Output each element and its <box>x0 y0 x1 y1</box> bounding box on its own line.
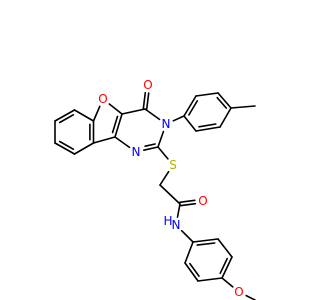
bond-t1-t2-inner <box>188 100 199 116</box>
bond-p5-p6-inner <box>189 262 200 278</box>
bond-b6-b1 <box>73 109 95 122</box>
bond-t4-me <box>230 105 256 109</box>
bond-c4-o4-second <box>142 91 147 110</box>
bond-cam-oam <box>179 202 197 207</box>
bond-p5-p6 <box>184 262 199 282</box>
bond-t3-t4-inner <box>216 96 228 109</box>
furan-oxygen-label: O <box>98 92 107 106</box>
bond-p2-p3 <box>217 238 233 258</box>
bond-p6-p1 <box>184 241 194 264</box>
bond-n3-t1 <box>172 115 185 122</box>
bond-t3-t4 <box>217 92 232 109</box>
bond-nh-p1 <box>180 229 194 243</box>
bond-o5-c4a <box>108 103 123 115</box>
bond-p3-p4-inner <box>219 257 228 275</box>
bond-b3-b4 <box>54 142 76 155</box>
amide-nitrogen-label: N <box>172 218 181 232</box>
bond-t5-t6 <box>195 126 221 132</box>
bond-t5-t6-inner <box>198 123 217 128</box>
bond-ch2-cam <box>159 184 181 205</box>
bond-p4-ome <box>221 277 234 288</box>
bond-b1-b2-inner <box>58 114 75 124</box>
bond-t1-t2 <box>183 95 197 117</box>
ring-nitrogen-n3-label: N <box>162 117 171 131</box>
bond-p3-p4 <box>221 256 233 279</box>
bond-c4a-c9a-inner <box>111 115 119 134</box>
bond-c2-s <box>157 146 169 160</box>
bond-c4a-c9a <box>114 113 123 138</box>
bond-p4-p5 <box>197 277 223 282</box>
bond-cam-nh <box>176 203 181 218</box>
bond-c2-n1-inner <box>144 143 156 147</box>
molecule-structure: O O N N S O N H O <box>54 78 256 300</box>
bond-b1-b2 <box>54 109 76 122</box>
bond-c4-n3 <box>144 108 161 121</box>
bond-c4a-c4 <box>121 108 146 115</box>
methoxy-oxygen-label: O <box>234 285 243 299</box>
bond-c2-n1 <box>143 146 159 151</box>
bond-cam-oam-second <box>179 199 196 204</box>
bond-t4-t5 <box>219 107 232 128</box>
bond-t2-t3 <box>195 92 219 97</box>
bond-t6-t1 <box>183 115 197 132</box>
bond-ome-mc <box>245 294 256 300</box>
atom-label-layer: O O N N S O N H O <box>98 78 243 299</box>
bond-layer <box>54 91 256 300</box>
bond-n1-c9a <box>114 136 131 149</box>
bond-n3-c2 <box>157 130 165 148</box>
ring-carbonyl-oxygen-label: O <box>143 78 152 92</box>
amide-hydrogen-label: H <box>163 214 172 228</box>
ring-nitrogen-n1-label: N <box>132 145 141 159</box>
bond-p1-p2 <box>192 238 219 243</box>
bond-c9a-b5 <box>92 136 116 144</box>
bond-b4-b5 <box>73 142 95 155</box>
bond-b3-b4-inner <box>58 140 75 150</box>
bond-b6-o5 <box>92 105 101 122</box>
amide-oxygen-label: O <box>198 194 207 208</box>
bond-s-ch2 <box>159 170 170 186</box>
sulfur-label: S <box>169 158 177 172</box>
bond-p1-p2-inner <box>196 242 216 246</box>
bond-c4-o4 <box>145 92 150 110</box>
